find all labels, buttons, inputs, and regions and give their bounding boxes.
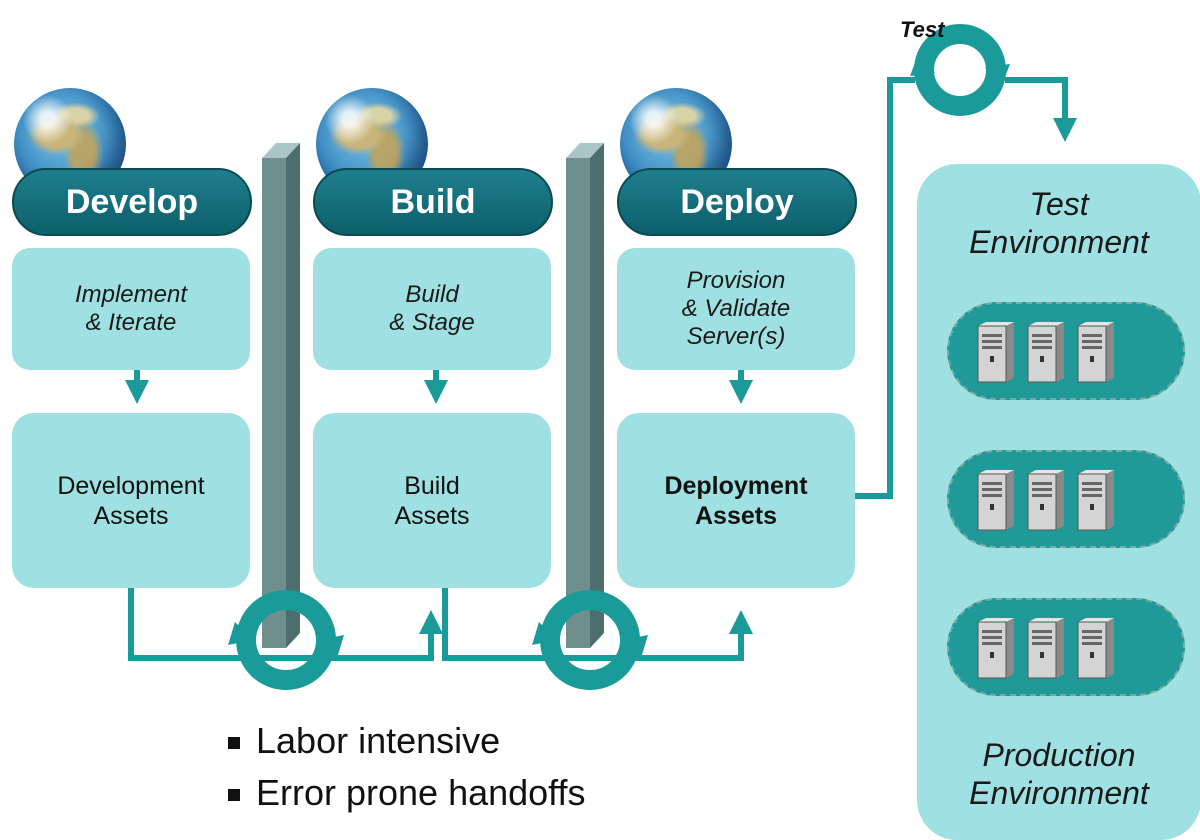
bullet-item: Error prone handoffs [228,767,586,819]
step-deploy-text: Provision & Validate Server(s) [681,267,791,350]
step-build: Build & Stage [313,248,551,370]
stage-header-develop: Develop [12,168,252,236]
server-group [947,450,1185,548]
assets-build-text: Build Assets [394,471,470,530]
stage-header-deploy: Deploy [617,168,857,236]
assets-deploy: Deployment Assets [617,413,855,588]
step-build-text: Build & Stage [389,281,475,336]
bullet-marker [228,789,240,801]
production-environment-label: Production Environment [969,737,1149,811]
server-group [947,302,1185,400]
bullet-list: Labor intensive Error prone handoffs [228,715,586,819]
bullet-item: Labor intensive [228,715,586,767]
assets-deploy-text: Deployment Assets [664,471,808,530]
handoff-build-deploy [442,588,753,661]
assets-develop-text: Development Assets [57,471,205,530]
wall-build-deploy [566,143,604,648]
bullet-marker [228,737,240,749]
server-group [947,598,1185,696]
step-develop-text: Implement & Iterate [74,281,188,336]
assets-develop: Development Assets [12,413,250,588]
handoff-develop-build [128,588,443,661]
wall-develop-build [262,143,300,648]
bullet-text: Error prone handoffs [256,772,586,813]
step-deploy: Provision & Validate Server(s) [617,248,855,370]
test-loop [910,24,1010,116]
handoff-loop-2 [532,590,648,690]
path-test-to-env [1005,77,1077,142]
test-environment-label: Test Environment [969,186,1149,260]
test-loop-label: Test [900,17,945,42]
step-develop: Implement & Iterate [12,248,250,370]
stage-header-build: Build [313,168,553,236]
handoff-loop-1 [228,590,344,690]
path-to-test [855,77,915,499]
bullet-text: Labor intensive [256,720,501,761]
assets-build: Build Assets [313,413,551,588]
